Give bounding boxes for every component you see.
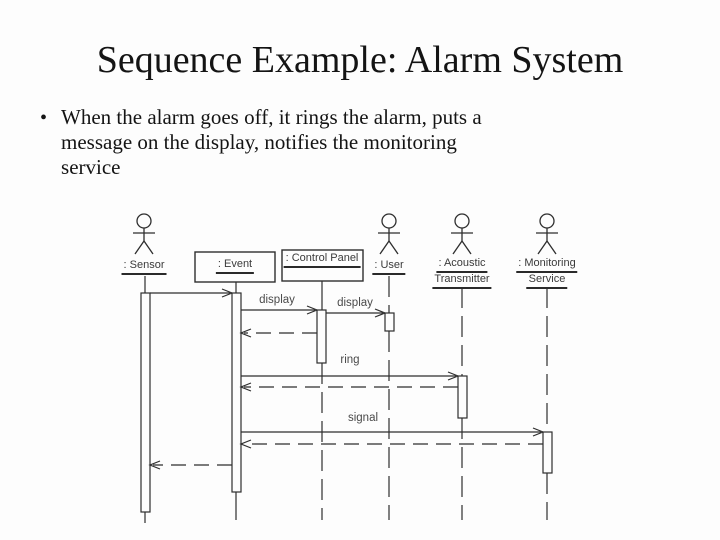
bullet-line-3: service <box>61 155 121 179</box>
message-sensor-to-event <box>150 288 234 298</box>
acoustic-transmitter-label: : Acoustic Transmitter <box>432 257 492 289</box>
control-panel-object-box <box>281 249 364 282</box>
monitoring-service-label: : Monitoring Service <box>516 257 578 289</box>
bullet-line-2: message on the display, notifies the mon… <box>61 130 457 154</box>
event-object-box <box>194 251 276 283</box>
bullet-text: When the alarm goes off, it rings the al… <box>61 105 482 180</box>
message-label-ring: ring <box>340 354 360 366</box>
message-display-control-panel-to-user <box>326 308 387 318</box>
actor-sensor-icon <box>133 213 155 255</box>
event-label: : Event <box>215 258 255 274</box>
user-activation <box>384 312 395 332</box>
bullet-item: • When the alarm goes off, it rings the … <box>40 105 670 180</box>
return-acoustic-to-event <box>239 382 458 392</box>
return-monitoring-to-event <box>239 439 543 449</box>
message-signal-event-to-monitoring <box>241 427 545 437</box>
actor-acoustic-transmitter-icon <box>451 213 473 255</box>
acoustic-activation <box>457 375 468 419</box>
actor-monitoring-service-icon <box>536 213 558 255</box>
return-control-panel-to-event <box>239 328 317 338</box>
message-label-signal: signal <box>347 412 379 424</box>
message-label-display-2: display <box>337 297 373 309</box>
message-label-display-1: display <box>259 294 295 306</box>
actor-user-icon <box>378 213 400 255</box>
slide-title: Sequence Example: Alarm System <box>96 39 624 81</box>
user-label: : User <box>372 259 406 275</box>
monitoring-activation <box>542 431 553 474</box>
message-ring-event-to-acoustic <box>241 371 460 381</box>
sensor-activation <box>140 292 151 513</box>
return-event-to-sensor <box>148 460 232 470</box>
sensor-label: : Sensor <box>121 259 167 275</box>
bullet-line-1: When the alarm goes off, it rings the al… <box>61 105 482 129</box>
event-activation <box>231 292 242 493</box>
message-display-event-to-control-panel <box>241 305 319 315</box>
bullet-marker: • <box>40 107 48 129</box>
control-panel-activation <box>316 309 327 364</box>
control-panel-label: : Control Panel <box>283 252 361 268</box>
